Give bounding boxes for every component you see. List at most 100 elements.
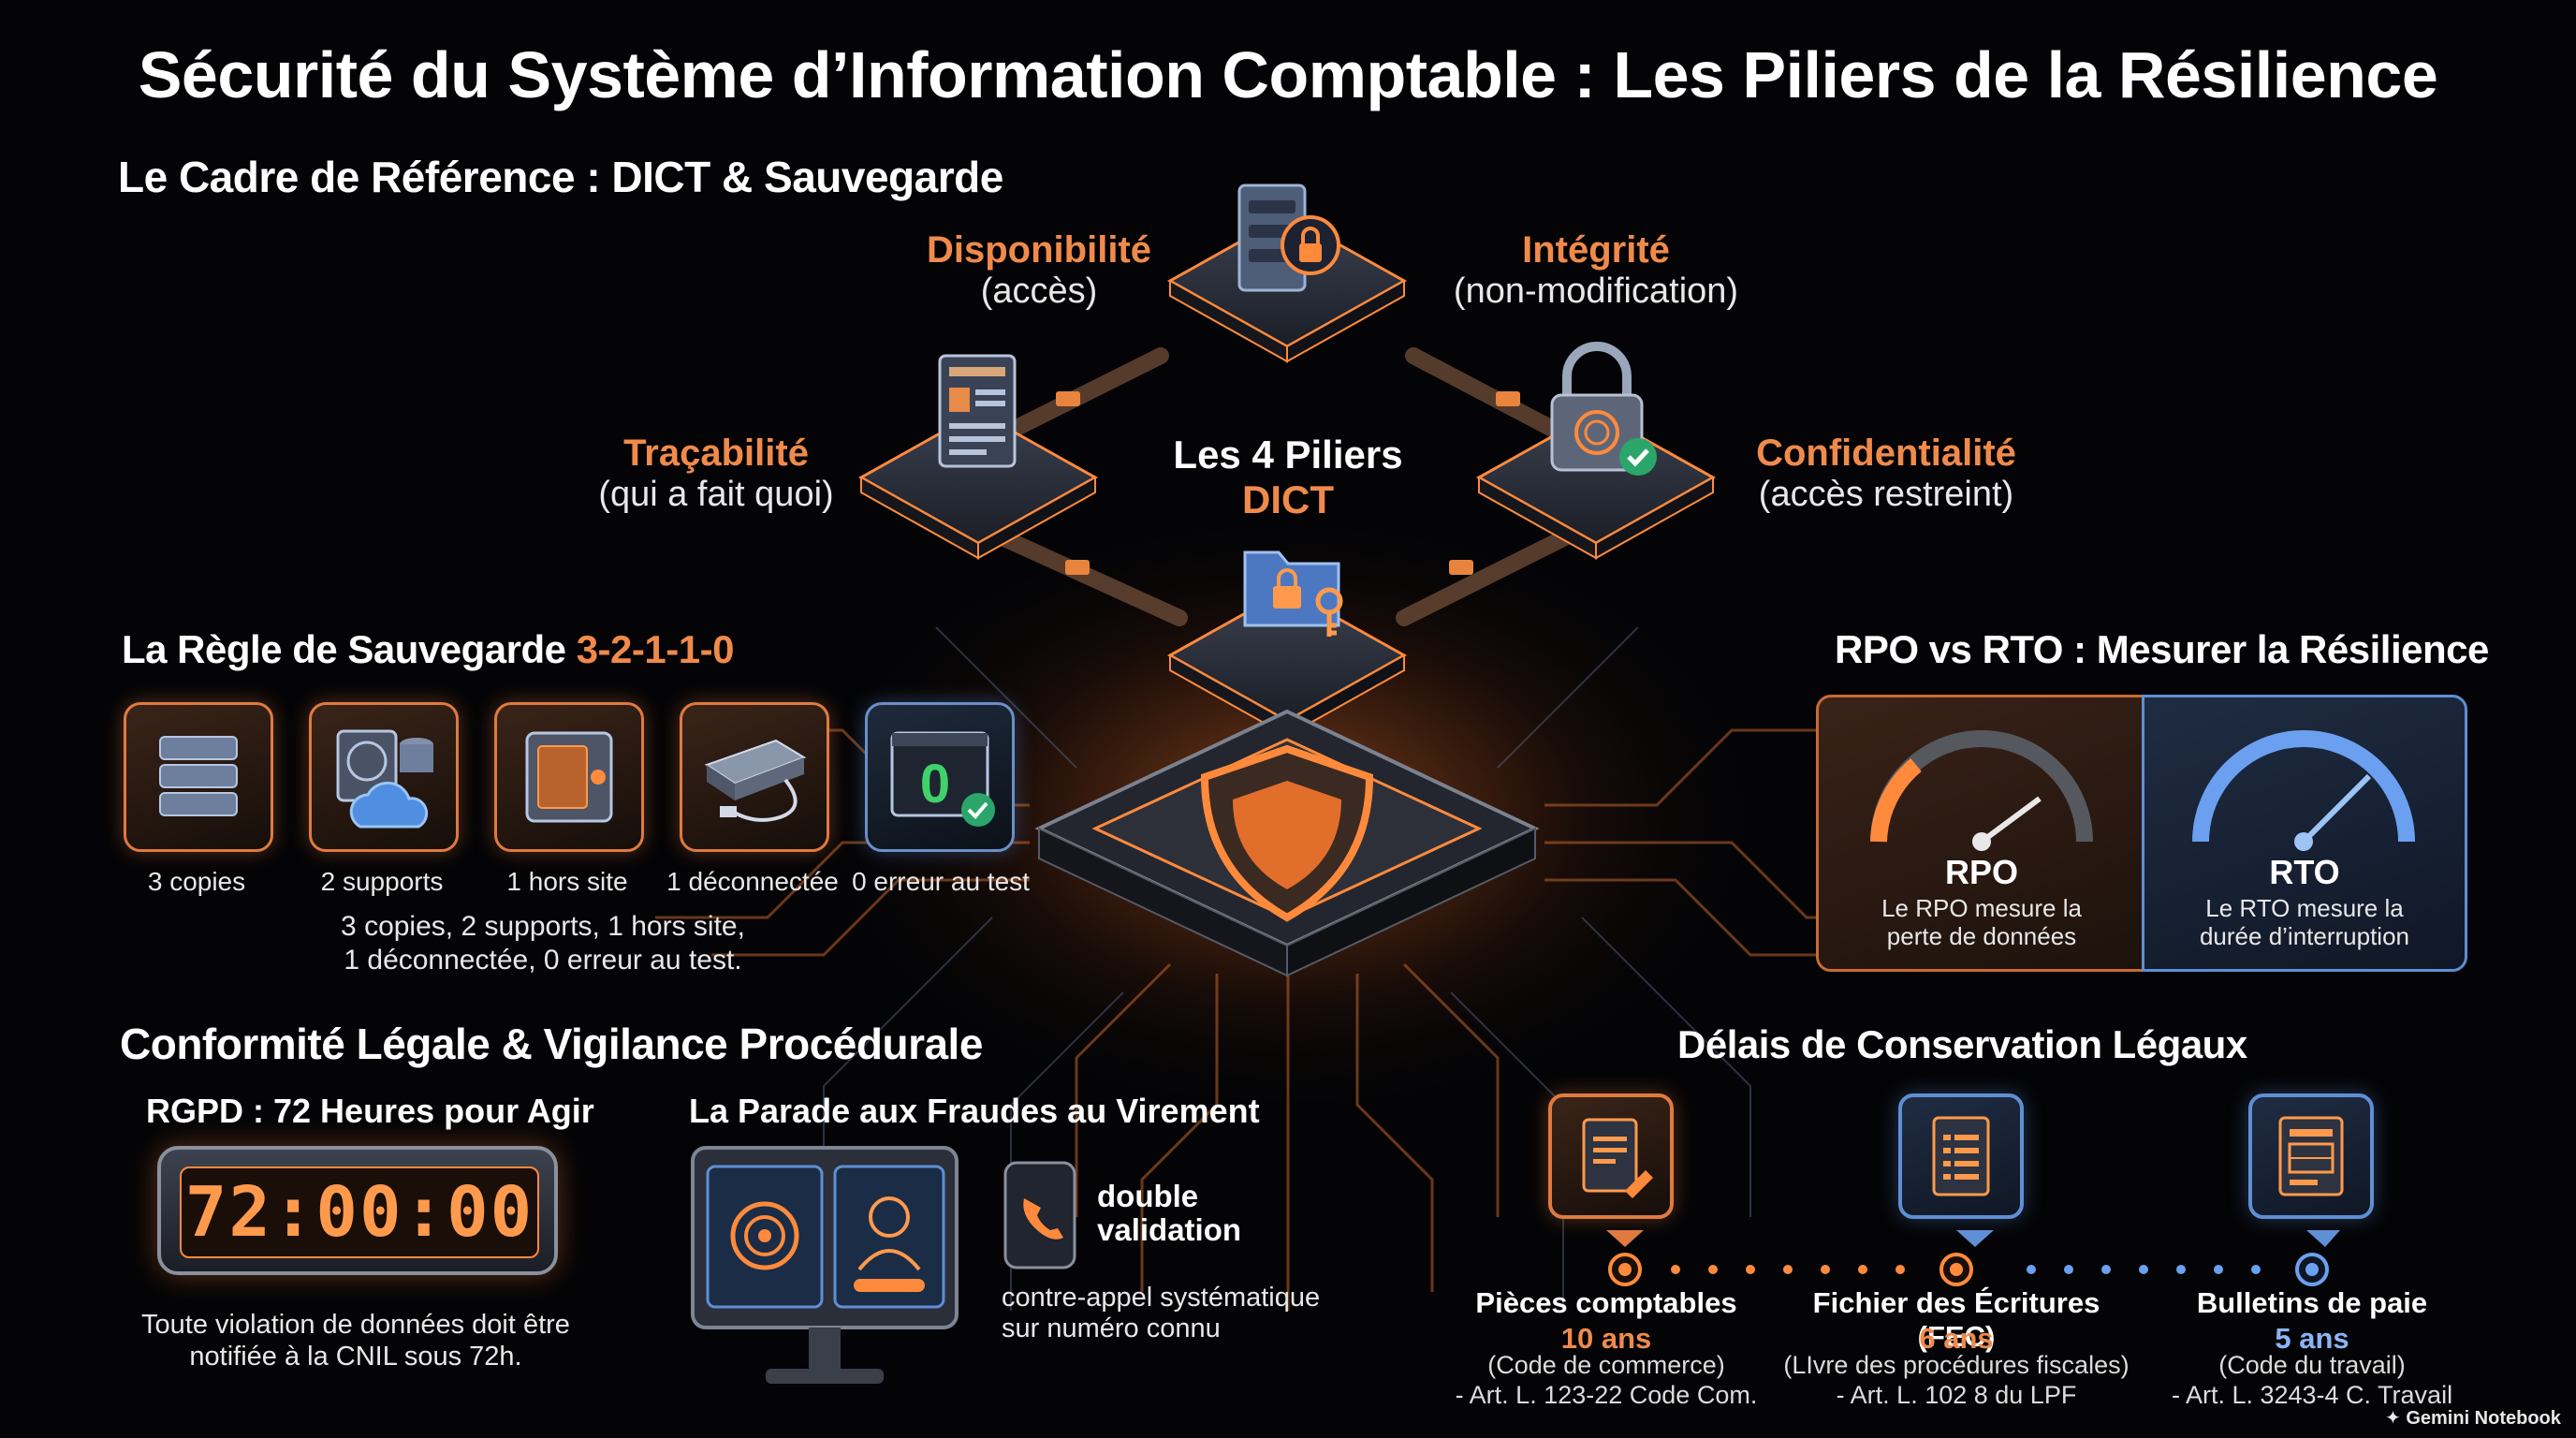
safe-icon bbox=[525, 731, 613, 823]
watermark-text: Gemini Notebook bbox=[2406, 1408, 2561, 1429]
backup-summary-line1: 3 copies, 2 supports, 1 hors site, bbox=[341, 911, 745, 942]
rgpd-timer-display: 72:00:00 bbox=[180, 1167, 539, 1258]
pillar-confidentialite: Confidentialité (accès restreint) bbox=[1741, 433, 2031, 515]
retention-card-pieces bbox=[1548, 1093, 1674, 1219]
rgpd-line2: notifiée à la CNIL sous 72h. bbox=[189, 1342, 522, 1372]
backup-heading: La Règle de Sauvegarde 3-2-1-1-0 bbox=[122, 627, 734, 672]
document-pen-icon bbox=[1582, 1118, 1653, 1198]
rgpd-description: Toute violation de données doit être not… bbox=[103, 1309, 608, 1372]
disk-cloud-icon bbox=[336, 729, 433, 829]
rgpd-title: RGPD : 72 Heures pour Agir bbox=[146, 1092, 594, 1130]
document-scroll-icon bbox=[938, 354, 1017, 468]
resilience-heading: RPO vs RTO : Mesurer la Résilience bbox=[1835, 627, 2489, 671]
backup-summary: 3 copies, 2 supports, 1 hors site, 1 déc… bbox=[281, 910, 805, 977]
retention-card-paie bbox=[2248, 1093, 2374, 1219]
compliance-heading: Conformité Légale & Vigilance Procédural… bbox=[120, 1020, 983, 1068]
retention-note1-fec: (LIvre des procédures fiscales) bbox=[1783, 1351, 2130, 1379]
fraud-line1: contre-appel systématique bbox=[1002, 1283, 1321, 1313]
retention-years-pieces: 10 ans bbox=[1560, 1322, 1652, 1355]
dict-center-line2: DICT bbox=[1242, 477, 1334, 521]
watermark: ✦ Gemini Notebook bbox=[2385, 1406, 2561, 1430]
rpo-line1: Le RPO mesure la bbox=[1881, 894, 2082, 922]
svg-text:0: 0 bbox=[920, 754, 950, 814]
pillar-platform-tracabilite bbox=[857, 410, 1099, 560]
retention-note-fec: (LIvre des procédures fiscales) - Art. L… bbox=[1769, 1350, 2144, 1410]
pillar-platform-confidentialite bbox=[1475, 410, 1717, 560]
rto-gauge-icon bbox=[2192, 730, 2415, 851]
fraud-title: La Parade aux Fraudes au Virement bbox=[689, 1092, 1260, 1130]
backup-label-supports: 2 supports bbox=[320, 867, 444, 896]
backup-item-copies bbox=[124, 702, 273, 852]
rpo-description: Le RPO mesure la perte de données bbox=[1819, 894, 2144, 950]
rpo-line2: perte de données bbox=[1886, 922, 2077, 950]
backup-summary-line2: 1 déconnectée, 0 erreur au test. bbox=[344, 945, 742, 976]
pillar-sub: (accès) bbox=[980, 271, 1098, 311]
backup-label-zero-error: 0 erreur au test bbox=[852, 867, 1030, 896]
pillar-sub: (qui a fait quoi) bbox=[598, 475, 834, 514]
folder-key-icon bbox=[1243, 550, 1343, 637]
watermark-icon: ✦ bbox=[2385, 1408, 2407, 1429]
backup-item-zero-error: 0 bbox=[865, 702, 1015, 852]
retention-years-paie: 5 ans bbox=[2275, 1322, 2349, 1355]
dict-heading: Le Cadre de Référence : DICT & Sauvegard… bbox=[118, 153, 1003, 201]
rto-panel: RTO Le RTO mesure la durée d’interruptio… bbox=[2142, 695, 2467, 972]
server-stack-icon bbox=[159, 736, 238, 816]
pillar-name: Traçabilité bbox=[623, 433, 809, 474]
server-lock-icon bbox=[1237, 183, 1340, 292]
rgpd-line1: Toute violation de données doit être bbox=[141, 1310, 570, 1340]
rto-description: Le RTO mesure la durée d’interruption bbox=[2144, 894, 2465, 950]
retention-heading: Délais de Conservation Légaux bbox=[1677, 1022, 2247, 1066]
fraud-badge-line1: double bbox=[1097, 1179, 1199, 1213]
backup-item-offsite bbox=[494, 702, 644, 852]
padlock-fingerprint-icon bbox=[1550, 342, 1657, 476]
fraud-badge-line2: validation bbox=[1097, 1212, 1242, 1247]
monitor-verification-icon bbox=[691, 1146, 959, 1384]
rpo-panel: RPO Le RPO mesure la perte de données bbox=[1816, 695, 2147, 972]
backup-heading-prefix: La Règle de Sauvegarde bbox=[122, 627, 577, 671]
fraud-description: contre-appel systématique sur numéro con… bbox=[1002, 1283, 1320, 1344]
retention-title-fec: Fichier des Écritures (FEC) bbox=[1812, 1286, 2100, 1353]
pillar-name: Confidentialité bbox=[1756, 433, 2016, 474]
retention-note1-pieces: (Code de commerce) bbox=[1487, 1351, 1725, 1379]
retention-note1-paie: (Code du travail) bbox=[2218, 1351, 2406, 1379]
retention-years-fec: 6 ans bbox=[1919, 1322, 1994, 1355]
pillar-sub: (non-modification) bbox=[1453, 271, 1739, 311]
shield-icon bbox=[1200, 744, 1374, 922]
retention-timeline bbox=[1603, 1230, 2340, 1286]
rpo-gauge-icon bbox=[1870, 730, 2093, 851]
zero-check-icon: 0 bbox=[890, 731, 995, 827]
pillar-name: Intégrité bbox=[1522, 229, 1670, 271]
retention-title-pieces: Pièces comptables bbox=[1475, 1286, 1737, 1319]
backup-label-offsite: 1 hors site bbox=[506, 867, 628, 896]
rto-line1: Le RTO mesure la bbox=[2205, 894, 2404, 922]
backup-label-disconnected: 1 déconnectée bbox=[666, 867, 839, 896]
external-drive-icon bbox=[704, 739, 807, 822]
rto-name: RTO bbox=[2269, 853, 2340, 891]
backup-item-supports bbox=[309, 702, 459, 852]
phone-call-icon bbox=[1003, 1161, 1076, 1269]
pillar-tracabilite: Traçabilité (qui a fait quoi) bbox=[590, 433, 842, 515]
backup-heading-rule: 3-2-1-1-0 bbox=[576, 627, 735, 671]
ledger-icon bbox=[1932, 1116, 1990, 1196]
retention-card-fec bbox=[1898, 1093, 2024, 1219]
rpo-name: RPO bbox=[1944, 853, 2018, 891]
retention-note-paie: (Code du travail) - Art. L. 3243-4 C. Tr… bbox=[2153, 1350, 2471, 1410]
fraud-badge: double validation bbox=[1097, 1180, 1241, 1247]
rto-line2: durée d’interruption bbox=[2199, 922, 2410, 950]
retention-note2-fec: - Art. L. 102 8 du LPF bbox=[1836, 1381, 2077, 1409]
dict-center-label: Les 4 Piliers DICT bbox=[1148, 433, 1428, 522]
pillar-disponibilite: Disponibilité (accès) bbox=[899, 229, 1179, 312]
retention-note2-pieces: - Art. L. 123-22 Code Com. bbox=[1455, 1381, 1758, 1409]
payslip-icon bbox=[2278, 1116, 2344, 1196]
retention-note-pieces: (Code de commerce) - Art. L. 123-22 Code… bbox=[1438, 1350, 1775, 1410]
retention-title-paie: Bulletins de paie bbox=[2196, 1286, 2428, 1319]
retention-note2-paie: - Art. L. 3243-4 C. Travail bbox=[2171, 1381, 2453, 1409]
backup-label-copies: 3 copies bbox=[147, 867, 246, 896]
pillar-platform-center bbox=[1166, 588, 1408, 738]
page-title: Sécurité du Système d’Information Compta… bbox=[138, 38, 2438, 111]
pillar-integrite: Intégrité (non-modification) bbox=[1423, 229, 1769, 312]
rgpd-timer: 72:00:00 bbox=[157, 1146, 558, 1275]
pillar-sub: (accès restreint) bbox=[1758, 475, 2014, 514]
fraud-line2: sur numéro connu bbox=[1002, 1313, 1221, 1343]
pillar-name: Disponibilité bbox=[927, 229, 1151, 271]
